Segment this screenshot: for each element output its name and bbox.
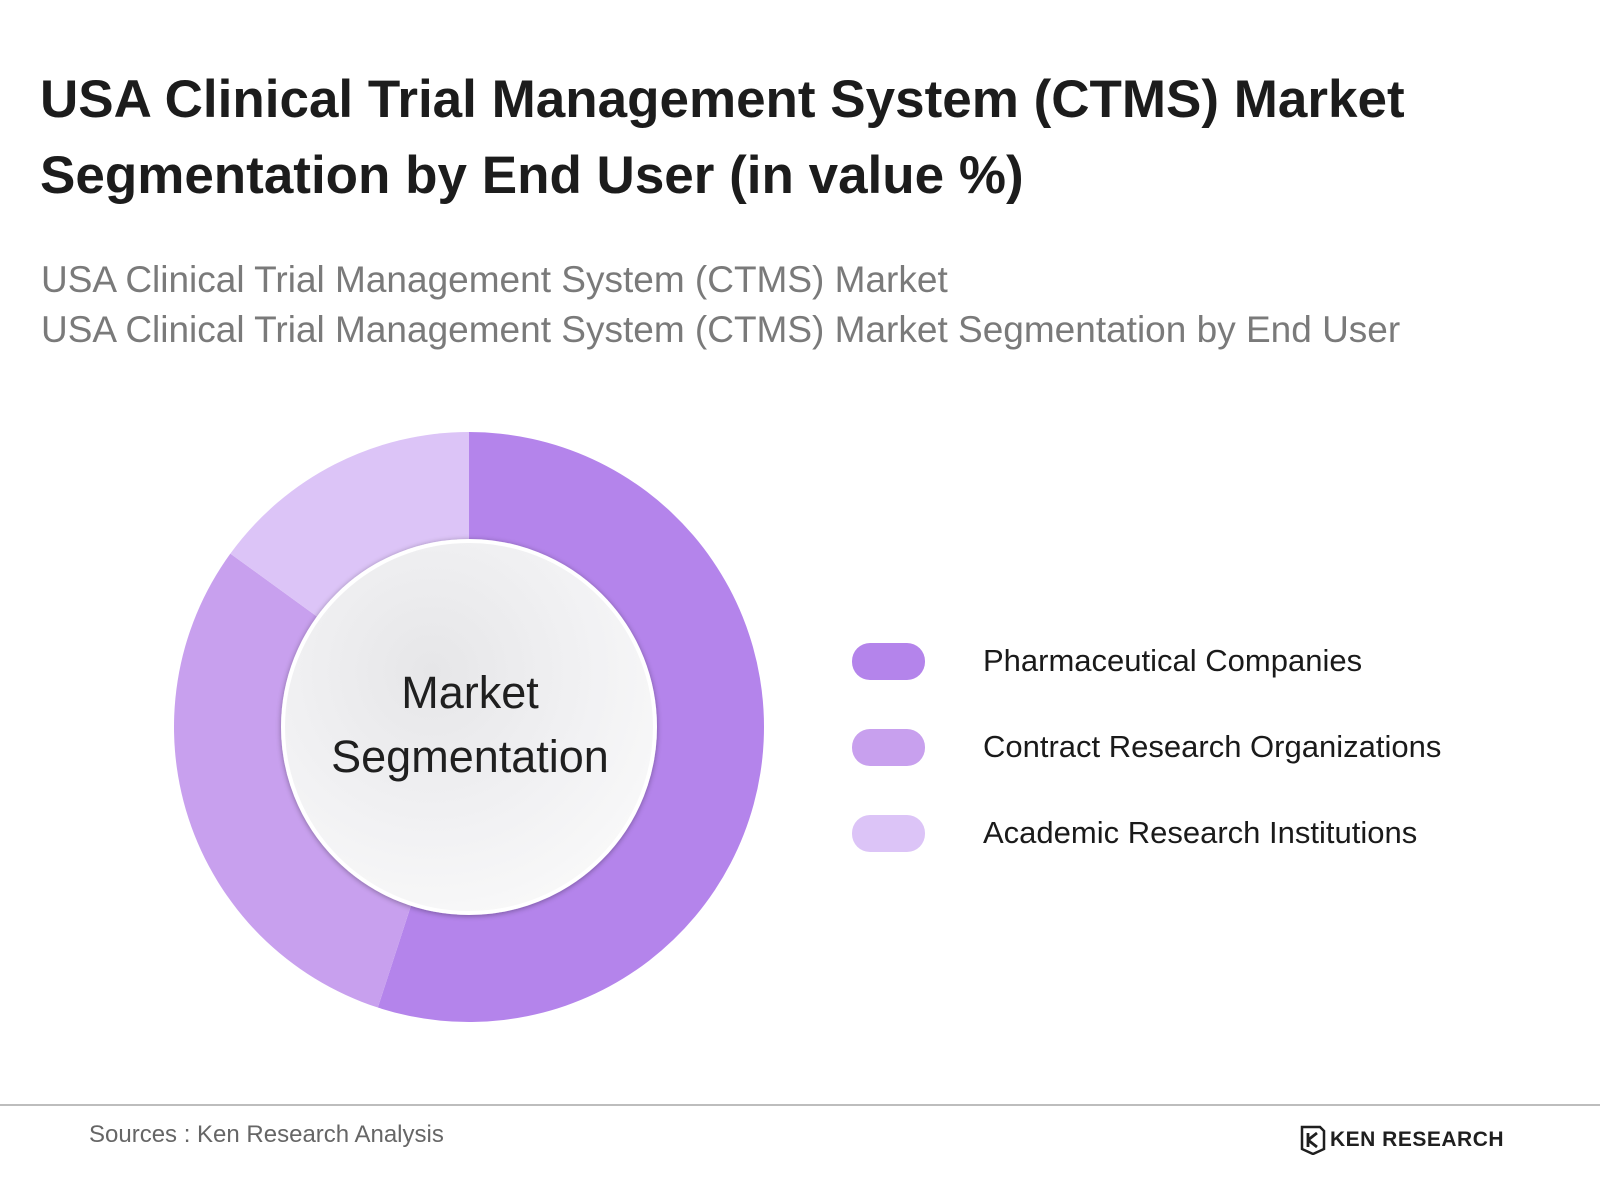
legend-swatch-academic: [852, 814, 925, 852]
legend-label-academic: Academic Research Institutions: [983, 815, 1418, 850]
donut-chart: [173, 432, 765, 1022]
ken-research-logo: KEN RESEARCH: [1300, 1123, 1504, 1157]
legend-item-cro: Contract Research Organizations: [852, 704, 1441, 790]
legend-label-pharmaceutical: Pharmaceutical Companies: [983, 643, 1363, 678]
legend-item-pharmaceutical: Pharmaceutical Companies: [852, 618, 1441, 704]
legend-swatch-pharmaceutical: [852, 642, 925, 680]
chart-subtitle-segmentation: USA Clinical Trial Management System (CT…: [41, 309, 1401, 350]
chart-subtitle-market: USA Clinical Trial Management System (CT…: [41, 259, 948, 300]
donut-center: [281, 539, 657, 915]
legend: Pharmaceutical Companies Contract Resear…: [852, 618, 1441, 876]
legend-swatch-cro: [852, 728, 925, 766]
footer-divider: [0, 1104, 1600, 1106]
ken-research-emblem-icon: [1300, 1125, 1326, 1155]
legend-label-cro: Contract Research Organizations: [983, 729, 1442, 764]
chart-title: USA Clinical Trial Management System (CT…: [40, 70, 1405, 205]
legend-item-academic: Academic Research Institutions: [852, 790, 1441, 876]
center-label-line2: Segmentation: [331, 731, 609, 782]
brand-text: KEN RESEARCH: [1330, 1128, 1505, 1151]
center-label-line1: Market: [401, 667, 539, 718]
donut-center-label: Market Segmentation: [310, 661, 630, 789]
source-note: Sources : Ken Research Analysis: [89, 1121, 444, 1148]
